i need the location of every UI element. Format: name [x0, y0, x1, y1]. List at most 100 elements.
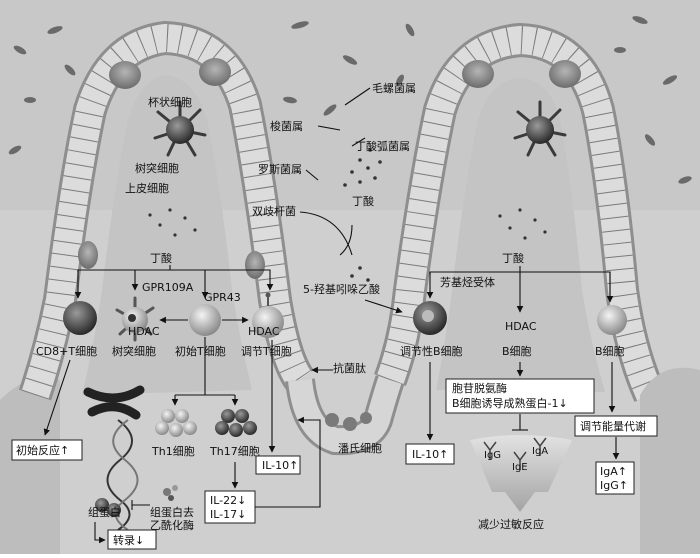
funnel-shape	[470, 435, 572, 512]
arrow-il22-to-crypt	[255, 416, 321, 508]
label-dendritic-cell-top: 树突细胞	[135, 161, 179, 175]
goblet-cell-2	[199, 58, 231, 86]
arrow-hiaa-to-breg	[364, 299, 403, 314]
dendritic-cell-top	[153, 100, 207, 157]
label-gpr109a: GPR109A	[142, 281, 194, 294]
label-hdac-left: HDAC	[128, 325, 160, 338]
pointer-clostridium	[317, 125, 341, 131]
label-il10-left: IL-10↑	[262, 459, 298, 472]
box-iga-igg	[595, 461, 635, 495]
label-treg: 调节T细胞	[241, 345, 292, 358]
paneth-granule-1	[325, 413, 339, 427]
bacterium-13	[644, 134, 656, 146]
paneth-granule-3	[360, 412, 372, 424]
label-roseburia: 罗斯菌属	[258, 163, 302, 176]
bacterium-15	[678, 176, 692, 184]
right-villus-cells	[376, 25, 663, 401]
lower-left-tissue	[0, 377, 60, 554]
label-dendritic-cell: 树突细胞	[112, 344, 156, 358]
label-hdac-right: HDAC	[505, 320, 537, 333]
bacteria-group	[8, 16, 692, 184]
antibody-icons	[483, 437, 547, 470]
box-il10-left	[255, 455, 301, 475]
label-il10-right: IL-10↑	[412, 448, 448, 461]
label-antimicrobial: 抗菌肽	[333, 361, 366, 375]
b-cell-right	[597, 305, 627, 335]
label-reduce-allergy: 减少过敏反应	[478, 517, 544, 531]
bacterium-11	[632, 16, 648, 24]
label-hdac-enzyme-1: 组蛋白去	[150, 505, 194, 519]
label-butyrate-right: 丁酸	[502, 251, 524, 265]
label-igg: IgG	[484, 450, 501, 461]
label-clostridium: 梭菌属	[270, 119, 303, 133]
goblet-cell-3	[78, 241, 98, 269]
label-hiaa: 5-羟基吲哚乙酸	[303, 282, 380, 296]
bacterium-14	[614, 47, 626, 53]
box-transcription	[107, 529, 157, 550]
label-epithelial-cell: 上皮细胞	[125, 182, 169, 195]
label-energy-metabolism: 调节能量代谢	[580, 419, 646, 433]
goblet-cell-4	[245, 251, 265, 279]
label-aid-1: 胞苷脱氨酶	[452, 381, 507, 395]
label-b-cell-mid: B细胞	[502, 345, 532, 358]
goblet-cell-5	[462, 60, 494, 88]
label-iga-up: IgA↑	[600, 465, 627, 478]
bacterium-3	[24, 97, 36, 103]
arrow-cd8-response	[43, 359, 71, 436]
cd8-t-cell	[63, 301, 97, 335]
pointer-roseburia	[305, 169, 319, 181]
label-butyrate-left: 丁酸	[150, 251, 172, 265]
curve-bifido	[299, 211, 353, 256]
label-hdac-mid: HDAC	[248, 325, 280, 338]
box-initial-response	[11, 439, 83, 461]
bacterium-4	[64, 64, 76, 76]
chromosome-icon	[83, 385, 145, 420]
curve-butyrate	[339, 224, 353, 256]
label-helicobacter: 毛螺菌属	[372, 82, 416, 95]
dendritic-cell-right-villus	[513, 100, 567, 157]
label-paneth: 潘氏细胞	[338, 442, 382, 455]
paneth-granule-2	[343, 417, 357, 431]
hdac-enzyme-icon	[163, 485, 178, 501]
bacterium-10	[323, 104, 337, 116]
box-energy	[574, 415, 658, 437]
label-iga: IgA	[532, 446, 548, 457]
box-aid	[445, 378, 595, 414]
label-cd8-t: CD8+T细胞	[36, 345, 97, 358]
right-villus	[374, 22, 666, 402]
label-histone: 组蛋白	[88, 505, 121, 519]
label-il17: IL-17↓	[210, 508, 246, 521]
label-il22: IL-22↓	[210, 494, 246, 507]
breg-cell	[413, 301, 447, 335]
right-villus-core	[436, 78, 605, 392]
bacterium-12	[662, 75, 678, 85]
th17-cells	[215, 409, 257, 437]
label-breg: 调节性B细胞	[400, 344, 463, 358]
th1-cells	[155, 409, 197, 437]
bacterium-8	[405, 23, 415, 37]
goblet-cell-1	[109, 61, 141, 89]
bacterium-1	[13, 45, 27, 55]
label-bifidobacterium: 双歧杆菌	[252, 204, 296, 218]
pointer-helicobacter	[344, 87, 371, 106]
histone-icon	[95, 498, 121, 517]
bacterium-9	[283, 96, 297, 104]
butyrate-dots	[148, 148, 547, 240]
arrow-to-transcription	[94, 522, 106, 544]
left-villus-cells	[21, 23, 312, 400]
crypt-cells	[288, 376, 402, 453]
naive-t-cell	[189, 304, 221, 336]
label-gpr43: GPR43	[204, 291, 241, 304]
label-goblet-cell: 杯状细胞	[148, 95, 192, 109]
box-il10-right	[405, 443, 455, 465]
label-initial-response: 初始反应↑	[16, 443, 69, 457]
label-ahr: 芳基烃受体	[440, 275, 495, 289]
box-il22-il17	[204, 490, 256, 524]
treg-cell	[252, 292, 284, 338]
label-ige: IgE	[512, 462, 528, 473]
lower-right-tissue	[640, 367, 700, 554]
label-butyrate-mid: 丁酸	[352, 194, 374, 208]
label-aid-2: B细胞诱导成熟蛋白-1↓	[452, 396, 568, 410]
label-transcription: 转录↓	[113, 533, 144, 547]
